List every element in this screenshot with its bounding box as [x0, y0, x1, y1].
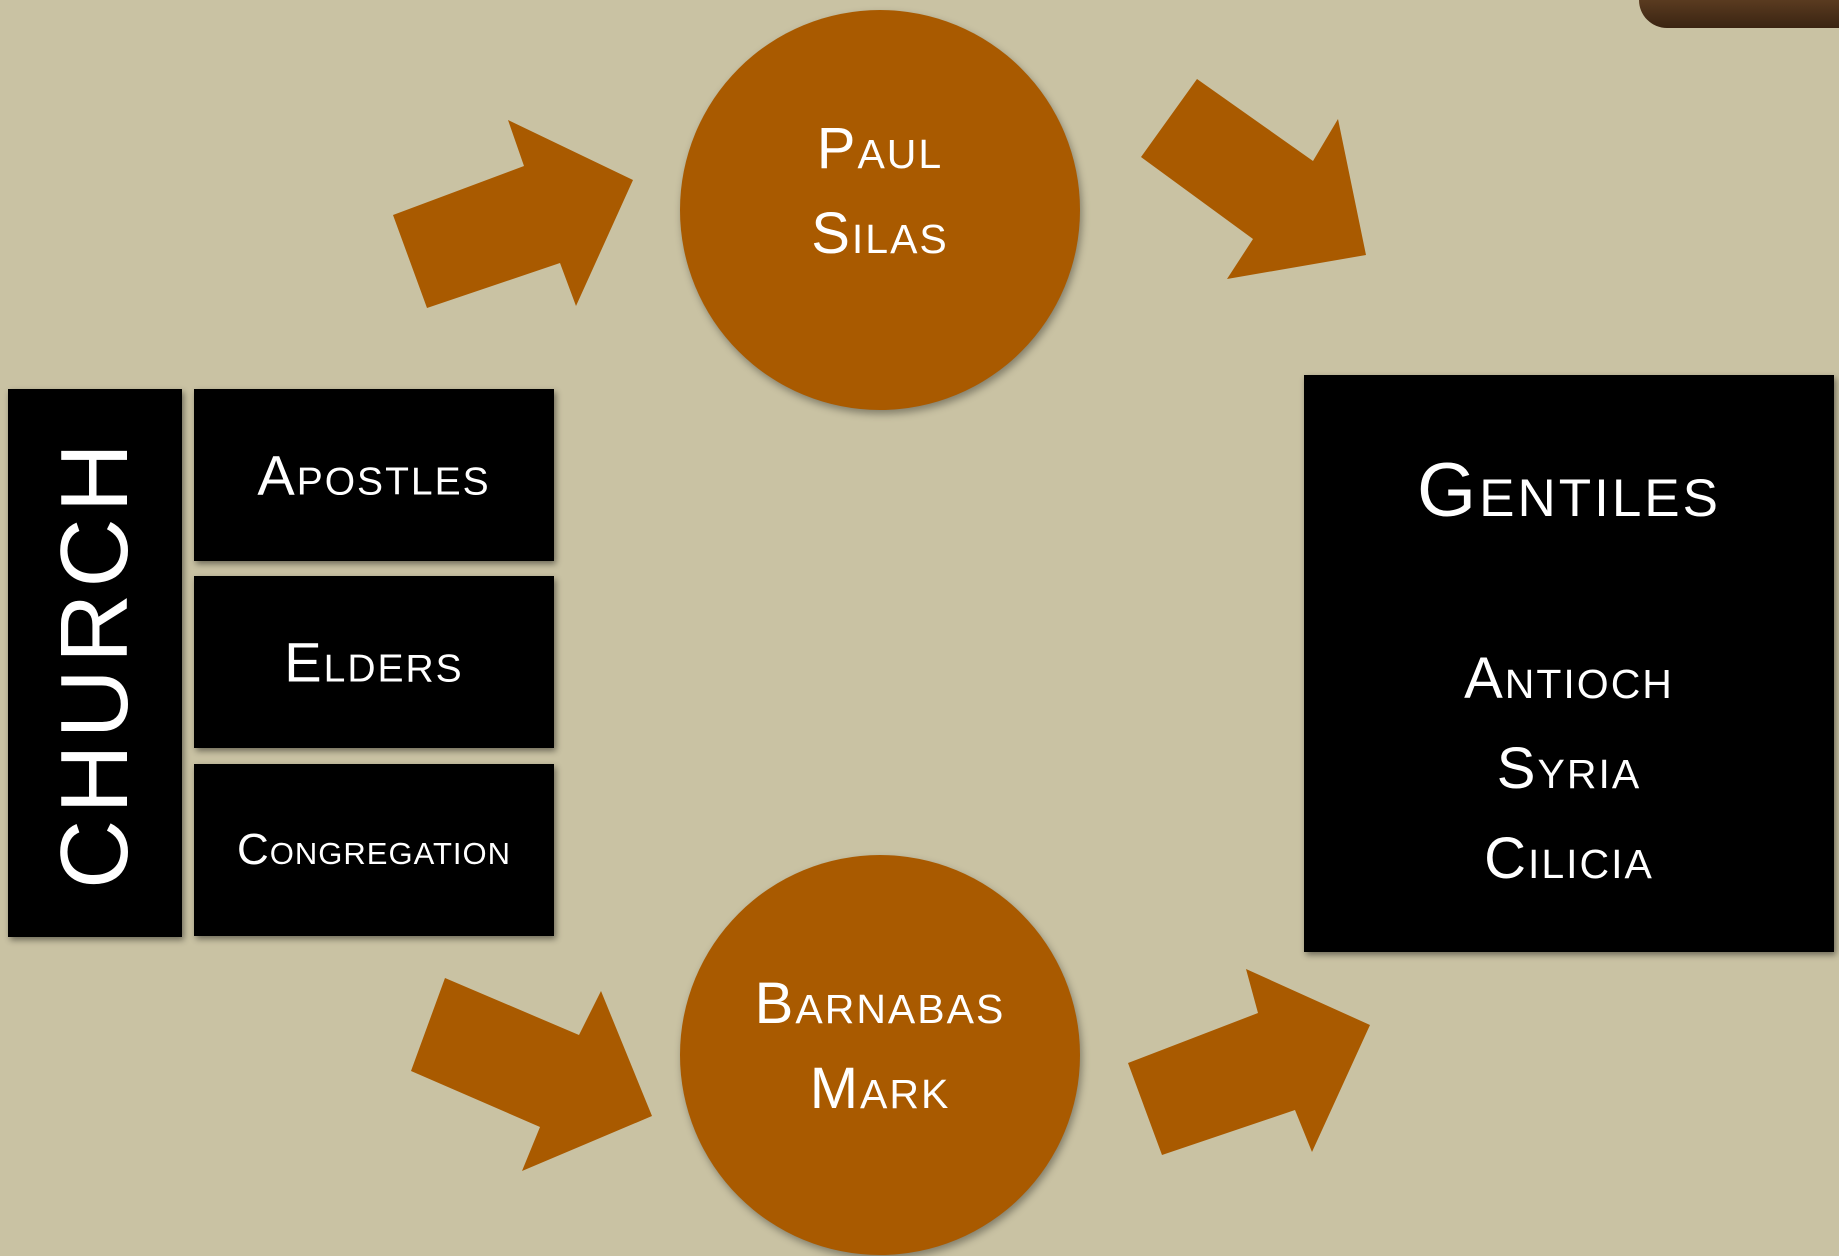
- messenger-name: Barnabas: [754, 971, 1006, 1036]
- church-box: CHURCH: [8, 389, 182, 937]
- role-label-elders: Elders: [284, 630, 464, 694]
- corner-photo-edge: [1639, 0, 1839, 28]
- place-name: Antioch: [1464, 646, 1674, 711]
- role-label-apostles: Apostles: [257, 443, 491, 507]
- gentiles-box: Gentiles Antioch Syria Cilicia: [1304, 375, 1834, 952]
- place-name: Cilicia: [1484, 826, 1654, 891]
- role-box-elders: Elders: [194, 576, 554, 748]
- role-box-apostles: Apostles: [194, 389, 554, 561]
- messenger-name: Mark: [809, 1056, 951, 1121]
- messenger-circle-bottom: Barnabas Mark: [680, 855, 1080, 1255]
- messenger-circle-top: Paul Silas: [680, 10, 1080, 410]
- arrow-bottom-circle-to-gentiles: [1128, 969, 1370, 1155]
- church-label: CHURCH: [41, 437, 148, 889]
- arrow-church-to-top-circle: [393, 120, 633, 308]
- role-box-congregation: Congregation: [194, 764, 554, 936]
- messenger-name: Paul: [816, 116, 944, 181]
- arrow-top-circle-to-gentiles: [1141, 79, 1366, 279]
- place-name: Syria: [1496, 736, 1642, 801]
- messenger-name: Silas: [811, 201, 949, 266]
- gentiles-title: Gentiles: [1416, 448, 1722, 533]
- role-label-congregation: Congregation: [237, 825, 511, 874]
- arrow-church-to-bottom-circle: [411, 978, 652, 1171]
